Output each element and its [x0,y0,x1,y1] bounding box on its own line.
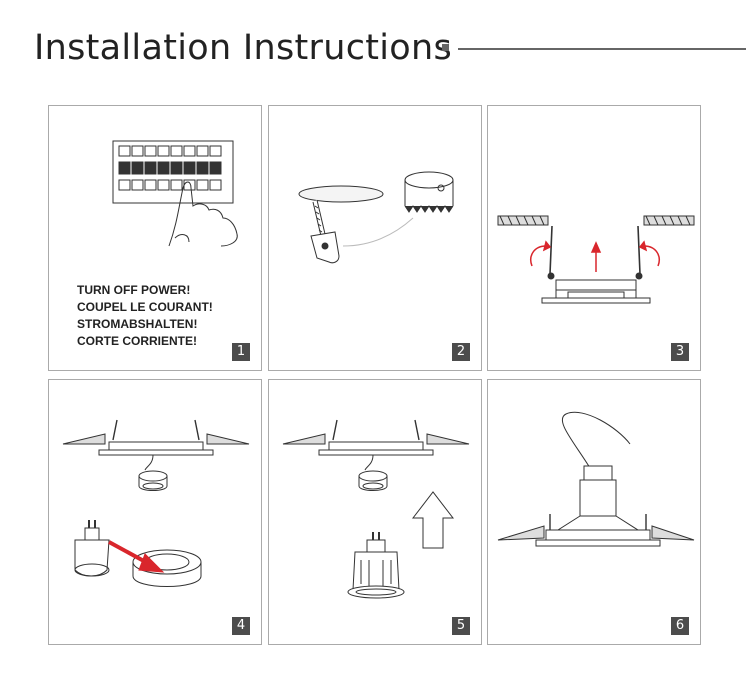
installed-fixture-icon [497,411,695,547]
hole-saw-cutting-icon [298,171,454,264]
step-number-badge: 2 [452,343,470,361]
step-number-badge: 1 [232,343,250,361]
step-panel-4: 4 [48,379,262,645]
warning-line: TURN OFF POWER! [77,283,191,297]
warning-line: STROMABSHALTEN! [77,317,198,331]
step-panel-1: TURN OFF POWER! COUPEL LE COURANT! STROM… [48,105,262,371]
step-number-badge: 3 [671,343,689,361]
title-bullet [442,44,449,51]
breaker-panel-hand-icon [112,140,238,247]
warning-line: CORTE CORRIENTE! [77,334,197,348]
step-panel-6: 6 [487,379,701,645]
title-rule [458,48,746,50]
bulb-push-up-icon [282,419,470,599]
bulb-into-socket-icon [62,419,250,587]
warning-line: COUPEL LE COURANT! [77,300,213,314]
step-number-badge: 6 [671,617,689,635]
step-panel-5: 5 [268,379,482,645]
warning-text: TURN OFF POWER! COUPEL LE COURANT! STROM… [77,282,213,350]
step-panel-3: 3 [487,105,701,371]
step-panel-2: 2 [268,105,482,371]
step-number-badge: 4 [232,617,250,635]
page-title: Installation Instructions [34,28,453,68]
spring-clips-insert-icon [497,215,695,304]
step-number-badge: 5 [452,617,470,635]
